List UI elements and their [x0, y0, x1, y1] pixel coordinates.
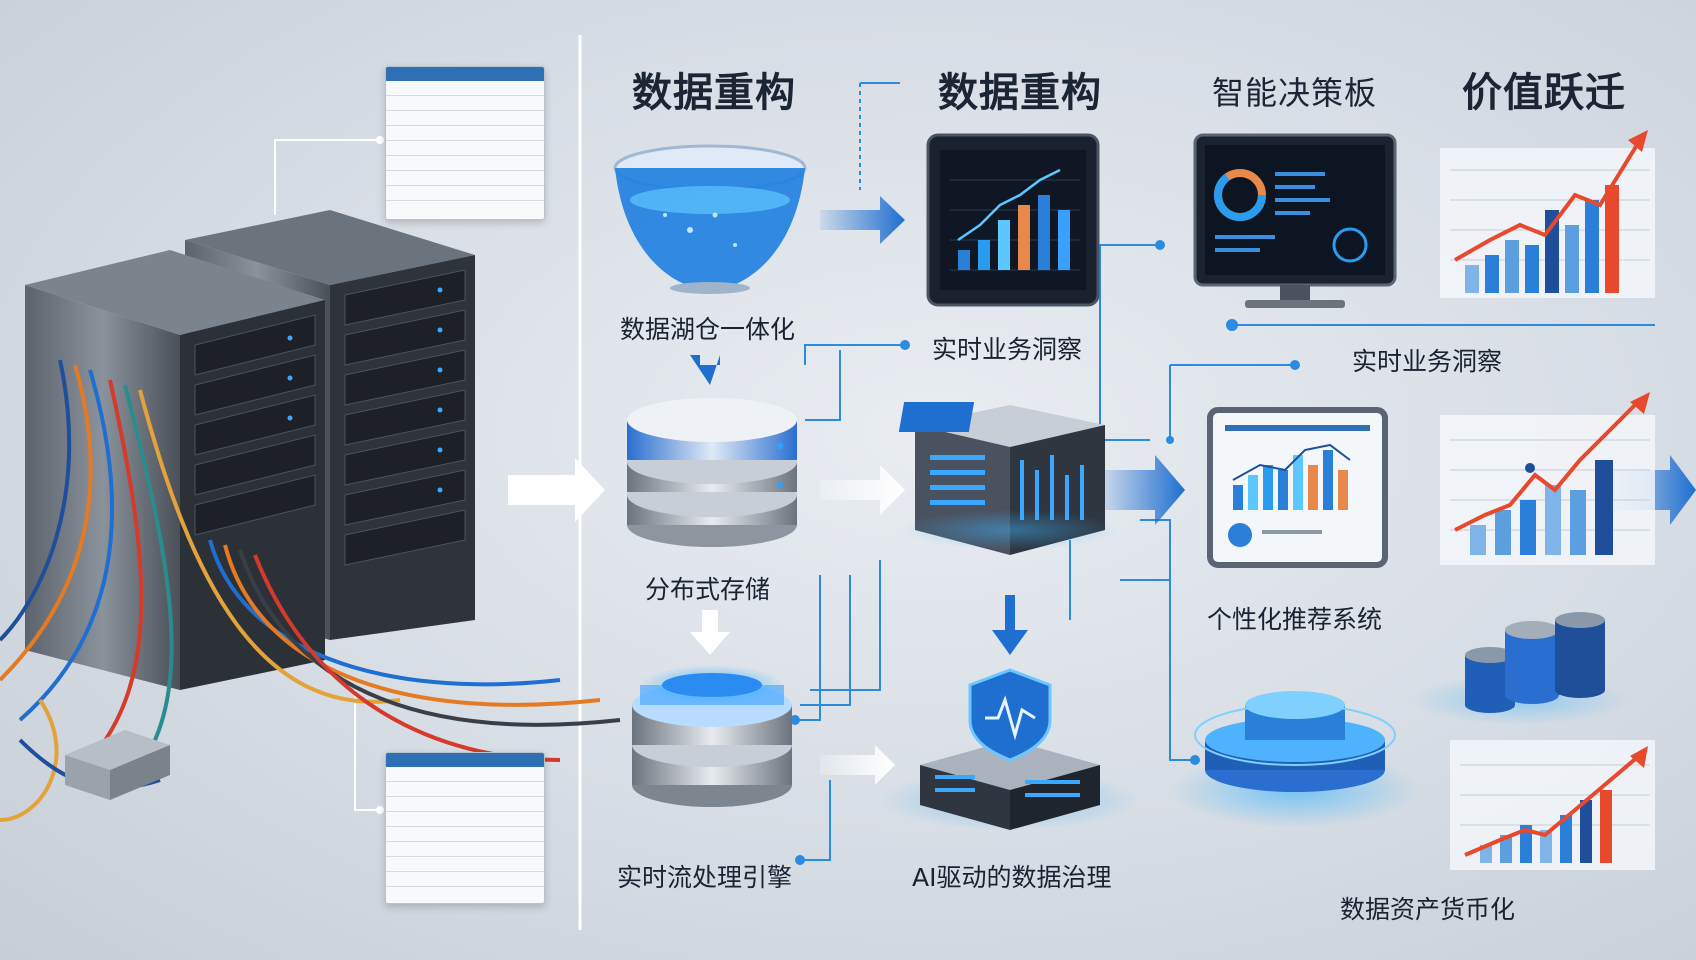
- ai-chip-icon: [898, 402, 1120, 555]
- dashboard-monitor-icon: [1193, 133, 1397, 308]
- connector-lines: [795, 82, 1655, 861]
- sheet-header-bar: [386, 67, 544, 81]
- label-stream-engine: 实时流处理引擎: [617, 863, 793, 892]
- network-switch-icon: [65, 730, 170, 800]
- shield-icon: [880, 668, 1140, 830]
- sheet-header-bar: [386, 753, 544, 767]
- white-arrow-main: [508, 458, 605, 522]
- stream-database-icon: [632, 665, 792, 807]
- glass-bowl-icon: [613, 144, 807, 294]
- column-title-decision-board: 智能决策板: [1212, 74, 1378, 112]
- column-title-data-restructure-2: 数据重构: [938, 70, 1102, 116]
- down-arrow-3: [992, 595, 1028, 655]
- label-recommendation: 个性化推荐系统: [1207, 605, 1383, 634]
- monitor-chart-icon: [926, 133, 1100, 307]
- down-arrow-1: [690, 355, 720, 385]
- label-lakehouse: 数据湖仓一体化: [620, 315, 796, 344]
- blue-arrow-top: [820, 196, 905, 244]
- white-arrow-bottom: [820, 745, 895, 785]
- database-stack-icon: [627, 398, 797, 547]
- data-sheet-icon: [385, 66, 545, 220]
- sheet-table: [386, 81, 544, 201]
- label-data-monetization: 数据资产货币化: [1340, 895, 1516, 924]
- column-title-data-restructure: 数据重构: [632, 70, 796, 116]
- label-realtime-insight: 实时业务洞察: [932, 335, 1083, 364]
- growth-chart-icon: [1440, 130, 1655, 298]
- label-realtime-insight-right: 实时业务洞察: [1352, 347, 1503, 376]
- sheet-table: [386, 767, 544, 887]
- column-title-value-leap: 价值跃迁: [1462, 70, 1626, 116]
- down-arrow-2: [690, 610, 730, 655]
- blue-arrow-right: [1100, 455, 1185, 525]
- white-arrow-mid: [820, 465, 905, 515]
- label-ai-governance: AI驱动的数据治理: [912, 863, 1112, 892]
- tablet-chart-icon: [1207, 407, 1388, 568]
- label-distributed-storage: 分布式存储: [645, 575, 771, 604]
- database-cluster-icon: [1410, 612, 1630, 725]
- cylinder-cluster-icon: [1170, 691, 1420, 828]
- data-sheet-icon: [385, 752, 545, 904]
